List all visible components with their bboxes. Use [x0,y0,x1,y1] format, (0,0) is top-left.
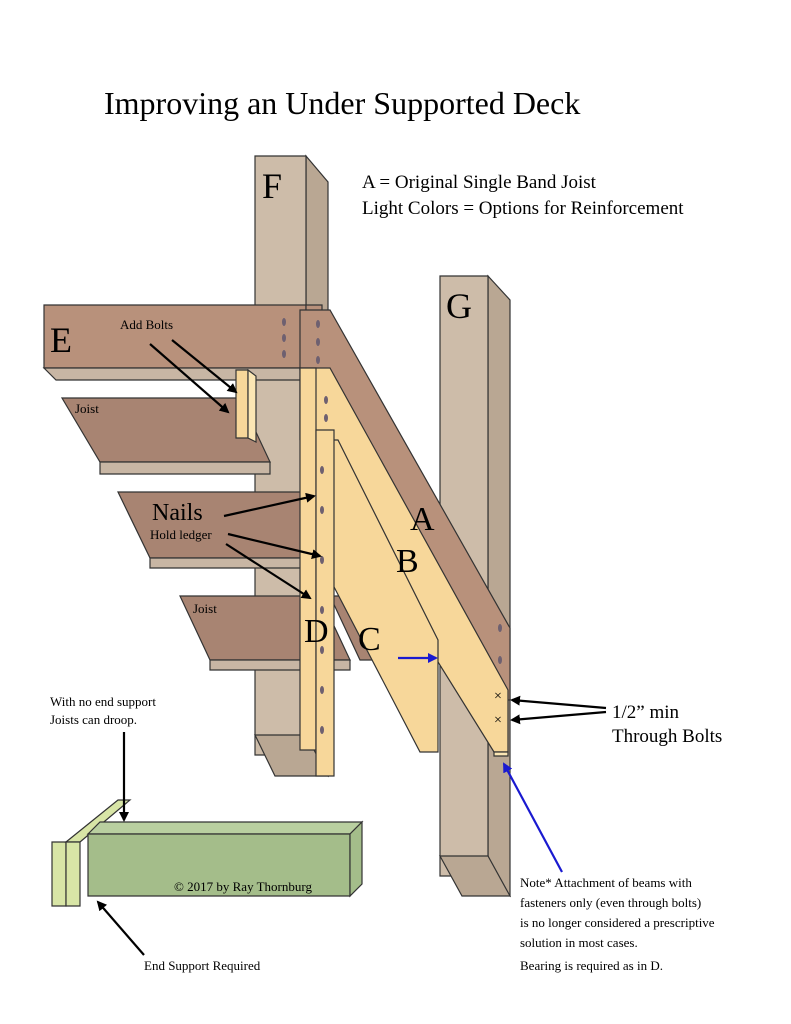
label-f: F [262,166,282,206]
add-bolts-label: Add Bolts [120,317,173,332]
beam-e [42,304,323,381]
arrow-nails-3 [225,543,312,600]
arrow-blue-note [503,762,563,873]
end-support-illustration [51,799,364,907]
label-b: B [396,543,419,580]
nails-label: Nails [152,500,203,526]
label-c: C [358,621,381,658]
bolts-label-2: Through Bolts [612,726,722,747]
bolt-block [235,368,257,443]
arrow-bolts-1 [510,695,607,710]
label-a: A [410,501,435,538]
arrow-nails-2 [227,532,322,560]
hold-ledger-label: Hold ledger [150,527,212,542]
legend-line-a: A = Original Single Band Joist [362,172,597,193]
arrow-end-support [96,900,145,956]
note-line-5: Bearing is required as in D. [520,958,663,973]
droop-label-1: With no end support [50,694,156,709]
arrow-nails-1 [223,492,316,518]
bolts-label-1: 1/2” min [612,702,680,723]
diagram-title: Improving an Under Supported Deck [104,85,580,121]
joist-label-upper: Joist [75,401,99,416]
note-line-1: Note* Attachment of beams with [520,875,692,890]
label-g: G [446,286,472,326]
bolt-holes [282,318,502,734]
joist-upper [60,397,271,475]
note-line-3: is no longer considered a prescriptive [520,915,715,930]
droop-label-2: Joists can droop. [50,712,137,727]
end-support-label: End Support Required [144,958,261,973]
copyright: © 2017 by Ray Thornburg [174,879,312,894]
joist-label-lower: Joist [193,601,217,616]
note-line-4: solution in most cases. [520,935,638,950]
label-e: E [50,320,72,360]
label-d: D [304,613,329,650]
arrow-add-bolts-2 [149,343,230,414]
arrow-add-bolts-1 [171,339,238,394]
note-line-2: fasteners only (even through bolts) [520,895,701,910]
legend-line-light: Light Colors = Options for Reinforcement [362,198,684,219]
bolt-x-1: × [494,689,502,704]
arrow-bolts-2 [510,710,607,725]
bolt-x-2: × [494,713,502,728]
